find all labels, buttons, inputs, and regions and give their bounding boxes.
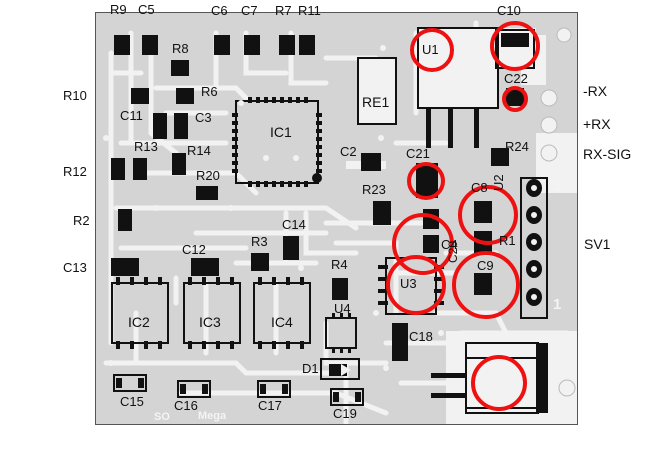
label-IC4: IC4 bbox=[271, 314, 293, 330]
silk-pin5: 5 bbox=[553, 178, 562, 195]
label-R23: R23 bbox=[362, 182, 386, 197]
label-C9: C9 bbox=[477, 258, 494, 273]
label-R12: R12 bbox=[63, 164, 87, 179]
label-R8: R8 bbox=[172, 41, 189, 56]
connector-rx-minus: -RX bbox=[583, 83, 608, 99]
label-U1: U1 bbox=[422, 42, 439, 57]
silk-pin1: 1 bbox=[553, 296, 562, 313]
connector-rx-plus: +RX bbox=[583, 116, 611, 132]
label-SO: SO bbox=[154, 411, 170, 423]
label-C8: C8 bbox=[471, 180, 488, 195]
label-R9: R9 bbox=[110, 2, 127, 17]
label-C16: C16 bbox=[174, 398, 198, 413]
connector-rx-sig: RX-SIG bbox=[583, 146, 632, 162]
label-C5: C5 bbox=[138, 2, 155, 17]
label-C19: C19 bbox=[333, 406, 357, 421]
label-C3: C3 bbox=[195, 110, 212, 125]
label-C11: C11 bbox=[120, 108, 143, 123]
label-D1: D1 bbox=[302, 361, 319, 376]
label-R7: R7 bbox=[275, 3, 292, 18]
label-U3: U3 bbox=[400, 276, 417, 291]
label-R13: R13 bbox=[134, 139, 158, 154]
label-RE1: RE1 bbox=[362, 94, 390, 110]
label-C15: C15 bbox=[120, 394, 144, 409]
label-IC3: IC3 bbox=[199, 314, 221, 330]
label-R1: R1 bbox=[499, 233, 516, 248]
label-C14: C14 bbox=[282, 217, 306, 232]
label-R11: R11 bbox=[298, 3, 321, 18]
label-R14: R14 bbox=[187, 143, 211, 158]
label-C20: C20 bbox=[446, 240, 460, 263]
label-C22: C22 bbox=[504, 71, 528, 86]
label-C21: C21 bbox=[406, 146, 430, 161]
traces-layer bbox=[103, 20, 577, 424]
label-R10: R10 bbox=[63, 88, 87, 103]
silk-board-name: Mega bbox=[198, 410, 227, 422]
label-R2: R2 bbox=[73, 213, 90, 228]
label-R6: R6 bbox=[201, 84, 218, 99]
label-C17: C17 bbox=[258, 398, 282, 413]
label-R20: R20 bbox=[196, 168, 220, 183]
label-R4: R4 bbox=[331, 257, 348, 272]
label-C6: C6 bbox=[211, 3, 228, 18]
label-U2: U2 bbox=[491, 174, 506, 191]
label-C2: C2 bbox=[340, 144, 357, 159]
label-C12: C12 bbox=[182, 242, 206, 257]
label-C7: C7 bbox=[241, 3, 258, 18]
label-R24: R24 bbox=[505, 139, 529, 154]
label-C4: C4 bbox=[441, 237, 458, 252]
label-IC1: IC1 bbox=[270, 124, 292, 140]
pcb-board: IC1 IC2 IC3 IC4 RE1 U1 U3 U4 U2 C4 C20 C… bbox=[95, 12, 578, 425]
label-C10: C10 bbox=[497, 3, 521, 18]
label-SV1: SV1 bbox=[584, 236, 611, 252]
label-U4: U4 bbox=[334, 301, 351, 316]
label-R3: R3 bbox=[251, 234, 268, 249]
label-C13: C13 bbox=[63, 260, 87, 275]
label-C18: C18 bbox=[409, 329, 433, 344]
label-IC2: IC2 bbox=[128, 314, 150, 330]
